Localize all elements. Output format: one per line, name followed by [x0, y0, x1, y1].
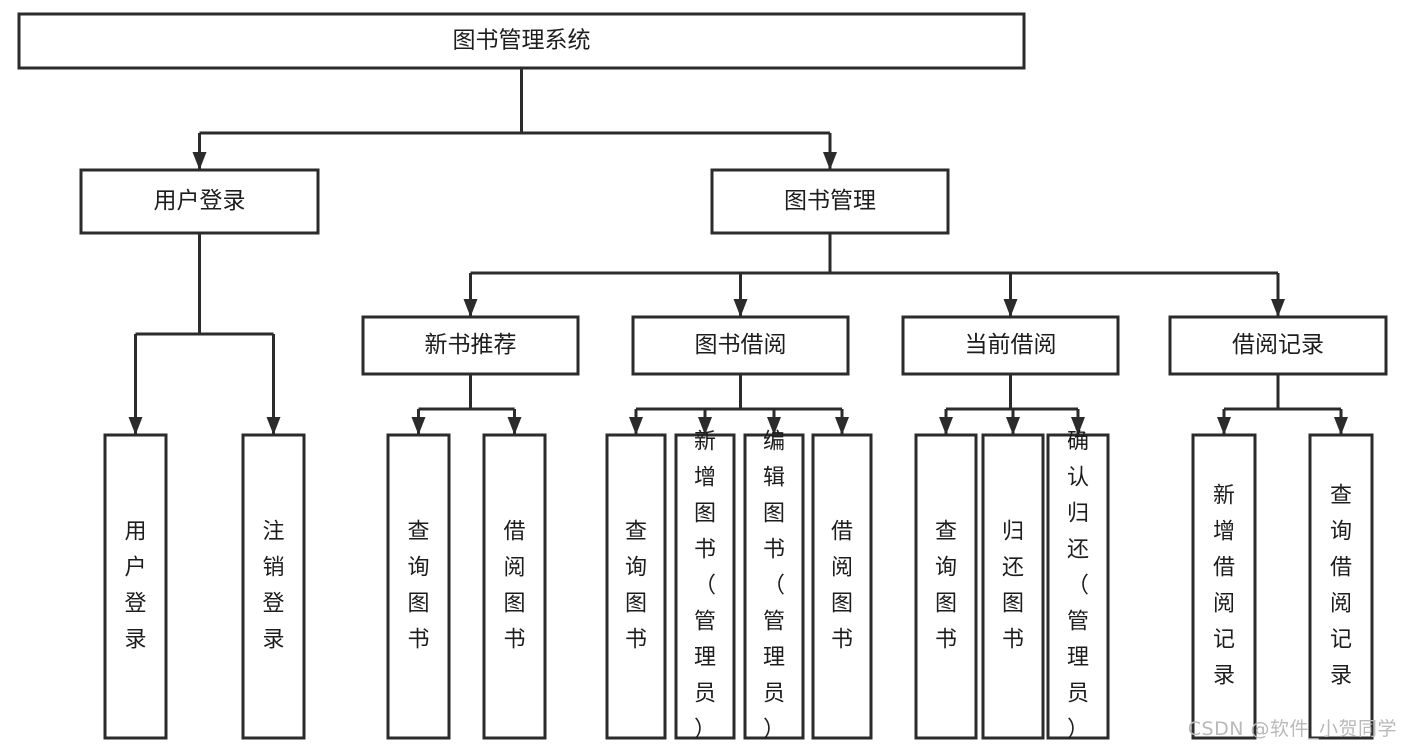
node-new-book-rec[interactable]: 新书推荐 — [361, 315, 580, 376]
node-leaf-query-book-2[interactable]: 查询图书 — [605, 433, 667, 740]
node-box — [631, 315, 850, 376]
node-leaf-return-book[interactable]: 归还图书 — [981, 433, 1045, 740]
node-label: 图书管理 — [784, 188, 876, 214]
node-label: 借阅记录 — [1232, 332, 1324, 358]
node-box — [674, 433, 736, 740]
node-label: 查询借阅记录 — [1330, 484, 1352, 689]
node-label: 查询图书 — [407, 520, 429, 653]
connector-layer — [128, 68, 1348, 435]
node-book-manage[interactable]: 图书管理 — [710, 168, 950, 235]
node-root[interactable]: 图书管理系统 — [17, 12, 1026, 70]
node-leaf-confirm-return[interactable]: 确认归还（管理员） — [1046, 430, 1110, 743]
arrow-head-icon — [128, 417, 143, 435]
node-box — [79, 168, 320, 235]
node-box — [914, 433, 978, 740]
edge-group-user_login — [128, 233, 281, 435]
node-leaf-edit-book[interactable]: 编辑图书（管理员） — [743, 430, 805, 743]
node-current-borrow[interactable]: 当前借阅 — [901, 315, 1120, 376]
node-box — [605, 433, 667, 740]
node-label: 用户登录 — [124, 520, 146, 653]
arrow-head-icon — [1006, 417, 1020, 435]
node-box — [710, 168, 950, 235]
node-box — [103, 433, 168, 740]
node-box — [361, 315, 580, 376]
node-layer: 图书管理系统用户登录图书管理新书推荐图书借阅当前借阅借阅记录用户登录注销登录查询… — [17, 12, 1388, 743]
node-label: 新书推荐 — [425, 332, 517, 358]
node-leaf-borrow-book-1[interactable]: 借阅图书 — [482, 433, 547, 740]
node-label: 查询图书 — [935, 520, 957, 653]
node-box — [1046, 433, 1110, 740]
node-box — [17, 12, 1026, 70]
arrow-head-icon — [939, 417, 953, 435]
node-label: 图书管理系统 — [453, 28, 591, 54]
node-book-borrow[interactable]: 图书借阅 — [631, 315, 850, 376]
node-user-login[interactable]: 用户登录 — [79, 168, 320, 235]
arrow-head-icon — [823, 152, 837, 170]
node-box — [1308, 433, 1374, 740]
arrow-head-icon — [1071, 417, 1085, 435]
node-label: 用户登录 — [154, 188, 246, 214]
arrow-head-icon — [733, 299, 748, 317]
node-label: 借阅图书 — [831, 520, 853, 653]
edge-group-borrow_record — [1217, 374, 1348, 435]
arrow-head-icon — [192, 152, 207, 170]
node-label: 编辑图书（管理员） — [763, 430, 785, 743]
arrow-head-icon — [266, 417, 281, 435]
node-label: 借阅图书 — [503, 520, 525, 653]
edge-group-new_book_rec — [411, 374, 522, 435]
edge-group-root — [192, 68, 837, 170]
node-label: 新增借阅记录 — [1213, 484, 1235, 689]
arrow-head-icon — [835, 417, 849, 435]
arrow-head-icon — [629, 417, 643, 435]
arrow-head-icon — [698, 417, 712, 435]
node-leaf-user-logout[interactable]: 注销登录 — [241, 433, 306, 740]
node-box — [241, 433, 306, 740]
arrow-head-icon — [507, 417, 522, 435]
node-box — [901, 315, 1120, 376]
node-leaf-user-login[interactable]: 用户登录 — [103, 433, 168, 740]
arrow-head-icon — [1271, 299, 1285, 317]
node-leaf-borrow-book-2[interactable]: 借阅图书 — [811, 433, 873, 740]
node-leaf-query-book-3[interactable]: 查询图书 — [914, 433, 978, 740]
edge-group-book_borrow — [629, 374, 849, 435]
node-label: 确认归还（管理员） — [1067, 430, 1089, 743]
node-box — [386, 433, 451, 740]
node-box — [811, 433, 873, 740]
arrow-head-icon — [463, 299, 478, 317]
node-box — [482, 433, 547, 740]
arrow-head-icon — [411, 417, 426, 435]
node-label: 当前借阅 — [965, 332, 1057, 358]
node-label: 图书借阅 — [695, 332, 787, 358]
node-leaf-add-book[interactable]: 新增图书（管理员） — [674, 430, 736, 743]
node-leaf-query-book-1[interactable]: 查询图书 — [386, 433, 451, 740]
node-label: 归还图书 — [1002, 520, 1024, 653]
node-label: 新增图书（管理员） — [694, 430, 716, 743]
node-box — [743, 433, 805, 740]
node-label: 查询图书 — [625, 520, 647, 653]
node-leaf-query-record[interactable]: 查询借阅记录 — [1308, 433, 1374, 740]
arrow-head-icon — [1217, 417, 1231, 435]
watermark-label: CSDN @软件_小贺同学 — [1187, 718, 1397, 740]
node-leaf-add-record[interactable]: 新增借阅记录 — [1191, 433, 1257, 740]
node-box — [981, 433, 1045, 740]
edge-group-book_manage — [463, 233, 1285, 317]
node-box — [1168, 315, 1388, 376]
arrow-head-icon — [1003, 299, 1018, 317]
node-box — [1191, 433, 1257, 740]
node-label: 注销登录 — [262, 520, 284, 653]
node-borrow-record[interactable]: 借阅记录 — [1168, 315, 1388, 376]
arrow-head-icon — [767, 417, 781, 435]
edge-group-current_borrow — [939, 374, 1085, 435]
arrow-head-icon — [1334, 417, 1348, 435]
